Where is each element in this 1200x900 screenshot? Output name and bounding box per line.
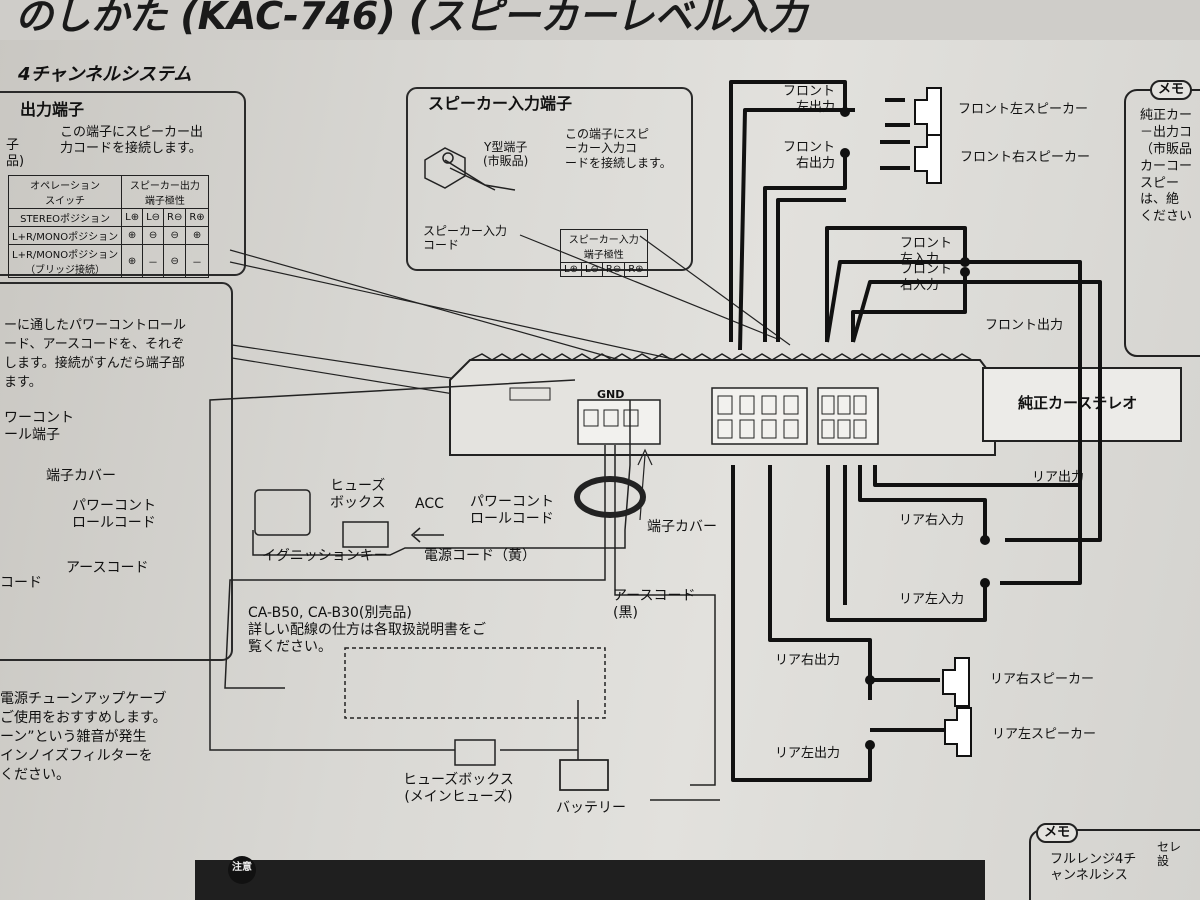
rear-left-in-label: リア左入力 (899, 592, 965, 607)
table-cell: L⊕ (560, 262, 582, 277)
table-cell: ⊕ (121, 226, 144, 245)
speaker-input-title: スピーカー入力端子 (428, 94, 573, 113)
table-cell: ⊕ (185, 226, 209, 245)
table-cell: R⊕ (624, 262, 648, 277)
table-cell: L⊖ (142, 208, 165, 227)
ca-note: CA-B50, CA-B30(別売品) 詳しい配線の仕方は各取扱説明書をご 覧く… (248, 605, 486, 655)
section-title: 4チャンネルシステム (18, 64, 192, 85)
table-cell: R⊕ (185, 208, 209, 227)
caution-badge: 注意 (232, 862, 252, 873)
table-head-switch: オペレーション スイッチ (7, 175, 123, 209)
stereo-label: 純正カーステレオ (1018, 394, 1138, 412)
amplifier-body (449, 353, 996, 456)
rear-left-out-label: リア左出力 (775, 746, 841, 761)
fuse-box-label: ヒューズ ボックス (330, 478, 386, 511)
table-cell: L+R/MONOポジション （ブリッジ接続） (7, 244, 123, 278)
table-cell: L+R/MONOポジション (7, 226, 123, 245)
output-terminal-side: 子 品) (6, 138, 25, 169)
memo-text-2: フルレンジ4チ ャンネルシス (1050, 852, 1137, 883)
speaker-icons (914, 87, 972, 757)
power-control-cord-label: パワーコント ロールコード (470, 494, 554, 527)
table-cell: ⊕ (121, 244, 144, 278)
front-left-in-label: フロント 左入力 (900, 236, 953, 267)
output-polarity-table: オペレーション スイッチ スピーカー出力 端子極性 STEREOポジション L⊕… (7, 175, 209, 278)
memo-label-2: メモ (1036, 823, 1079, 843)
table-cell: STEREOポジション (7, 208, 123, 227)
power-terminal-label: ワーコント ール端子 (4, 410, 74, 443)
front-left-out-label: フロント 左出力 (783, 84, 836, 115)
page-header: のしかた (KAC-746) (スピーカーレベル入力 (15, 0, 807, 38)
memo-label: メモ (1150, 80, 1193, 100)
rear-right-in-label: リア右入力 (899, 513, 965, 528)
table-row: STEREOポジション L⊕ L⊖ R⊖ R⊕ (7, 208, 209, 227)
input-polarity-table: スピーカー入力 端子極性 L⊕ L⊖ R⊖ R⊕ (560, 229, 648, 277)
left-cord-label: コード (0, 575, 42, 591)
battery-label: バッテリー (556, 800, 626, 816)
noise-note: 電源チューンアップケーブ ご使用をおすすめします。 ーン”という雑音が発生 イン… (0, 691, 167, 783)
table-cell: L⊖ (580, 262, 603, 277)
rear-left-speaker-label: リア左スピーカー (992, 727, 1097, 742)
table-cell: L⊕ (121, 208, 144, 227)
main-fuse-label: ヒューズボックス (メインヒューズ) (403, 772, 514, 805)
table-cell: ⊖ (163, 226, 187, 245)
terminal-cover-label: 端子カバー (647, 519, 717, 535)
table-cell: ⊖ (163, 244, 187, 278)
table-cell: R⊖ (601, 262, 626, 277)
table-head-polarity: スピーカー出力 端子極性 (121, 175, 209, 209)
power-wiring-desc: ーに通したパワーコントロール ード、アースコードを、それぞ します。接続がすんだ… (4, 318, 187, 390)
rear-right-out-label: リア右出力 (775, 653, 841, 668)
gnd-label: GND (597, 388, 625, 401)
rear-output-label: リア出力 (1032, 470, 1085, 485)
y-terminal-sketch (424, 147, 516, 191)
ignition-key-label: イグニッションキー (262, 548, 388, 564)
input-polarity-title: スピーカー入力 端子極性 (560, 229, 648, 263)
front-right-out-label: フロント 右出力 (783, 140, 836, 171)
rear-right-speaker-label: リア右スピーカー (990, 672, 1095, 687)
acc-label: ACC (415, 496, 444, 512)
table-cell: R⊖ (163, 208, 187, 227)
front-right-speaker-label: フロント右スピーカー (960, 150, 1091, 165)
table-row: L+R/MONOポジション ⊕ ⊖ ⊖ ⊕ (7, 226, 209, 245)
left-power-control-cord-label: パワーコント ロールコード (72, 498, 156, 531)
front-right-in-label: フロント 右入力 (900, 262, 953, 293)
table-row: L+R/MONOポジション （ブリッジ接続） ⊕ － ⊖ － (7, 244, 209, 278)
output-terminal-desc: この端子にスピーカー出 力コードを接続します。 (60, 125, 204, 156)
power-cord-label: 電源コード（黄） (424, 548, 536, 564)
speaker-input-cord-label: スピーカー入力 コード (423, 224, 508, 253)
front-left-speaker-label: フロント左スピーカー (958, 102, 1089, 117)
output-terminal-title: 出力端子 (20, 100, 85, 119)
table-cell: ⊖ (142, 226, 165, 245)
memo-sel: セレ 設 (1157, 840, 1182, 869)
table-cell: － (142, 244, 165, 278)
front-output-label: フロント出力 (985, 318, 1064, 333)
y-terminal-label: Y型端子 (市販品) (483, 140, 529, 169)
speaker-input-desc: この端子にスピ ーカー入力コ ードを接続します。 (565, 127, 672, 170)
memo-text: 純正カー －出力コ （市販品 カーコー スピー は、絶 ください (1140, 108, 1193, 225)
earth-cord-label: アースコード (黒) (613, 588, 696, 621)
left-earth-cord-label: アースコード (66, 560, 149, 576)
left-terminal-cover-label: 端子カバー (46, 468, 116, 484)
table-cell: － (185, 244, 209, 278)
